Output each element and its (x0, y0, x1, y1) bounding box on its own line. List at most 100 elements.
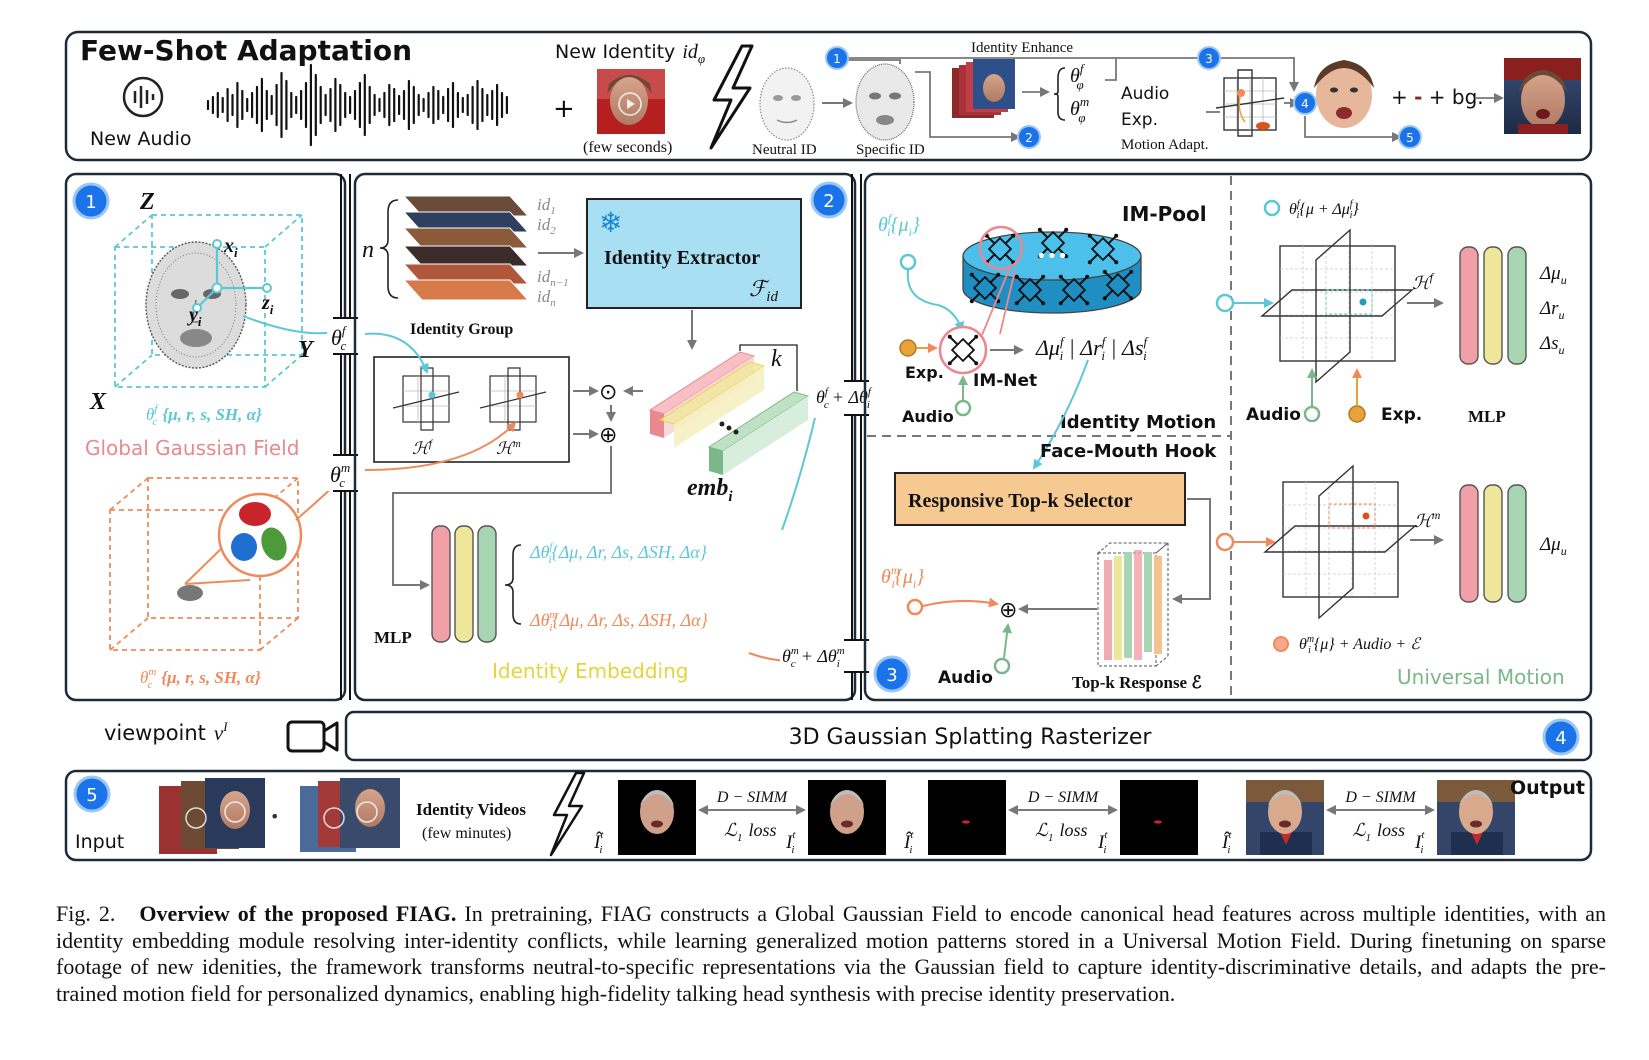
mlp-universal-mouth (1459, 484, 1527, 603)
expert-icon (1102, 269, 1134, 301)
mlp-label: MLP (374, 628, 412, 647)
universal-exp-label: Exp. (1381, 405, 1422, 425)
top-audio-label: Audio (1121, 84, 1169, 104)
expert-icon (1014, 274, 1046, 306)
axis-yi: yi (187, 304, 202, 329)
axis-zi: zi (261, 292, 274, 317)
universal-motion-label: Universal Motion (1397, 665, 1565, 689)
k-label: k (771, 346, 782, 372)
adapted-face (1314, 60, 1374, 128)
id-1: id1 (537, 195, 556, 217)
svg-text:4: 4 (1301, 97, 1309, 111)
figure-caption: Fig. 2. Overview of the proposed FIAG. I… (56, 901, 1606, 1007)
neutral-id-label: Neutral ID (752, 142, 817, 158)
emb-label: embi (687, 475, 733, 505)
rasterizer-badge: 4 (1542, 718, 1580, 756)
top-badge-5: 5 (1398, 125, 1422, 149)
oplus-symbol: ⊕ (599, 423, 617, 448)
top-badge-2: 2 (1017, 125, 1041, 149)
hf-label: ℋf (412, 438, 434, 458)
few-shot-adaptation-panel: Few-Shot Adaptation New Audio + New Iden… (64, 30, 1593, 162)
input-video-stack-2 (300, 778, 400, 852)
output-delta-r-u: Δru (1539, 298, 1565, 322)
row5-lightning-icon (549, 771, 586, 857)
pool-ellipsis: ••• (1036, 246, 1068, 267)
stack-ellipsis: • (270, 807, 279, 826)
im-pool-label: IM-Pool (1122, 202, 1207, 226)
identity-extractor-label: Identity Extractor (604, 247, 760, 269)
topk-response-block (1096, 542, 1170, 667)
embedding-bars (648, 351, 810, 475)
exp-label: Exp. (905, 363, 944, 382)
input-video-stack-1 (159, 778, 265, 854)
topk-oplus: ⊕ (999, 598, 1017, 623)
im-pool-expert-icons (969, 225, 1134, 306)
output-delta-mu-u: Δμu (1539, 263, 1567, 287)
axis-xi: xi (223, 235, 238, 260)
svg-text:1: 1 (833, 52, 841, 66)
expert-icon (1058, 274, 1090, 306)
identity-videos-label: Identity Videos (416, 800, 526, 819)
caption-bold: Overview of the proposed FIAG. (139, 901, 457, 926)
expert-icon (1087, 233, 1119, 265)
render-frame (928, 780, 1006, 855)
few-minutes-label: (few minutes) (422, 825, 511, 842)
id-n: idn (537, 287, 556, 309)
im-net-label: IM-Net (973, 371, 1037, 391)
new-audio-label: New Audio (90, 128, 192, 150)
universal-hash-grid-face (1260, 228, 1414, 384)
output-delta-s-u: Δsu (1539, 333, 1565, 357)
few-shot-title: Few-Shot Adaptation (80, 34, 412, 67)
im-pool-cylinder (962, 231, 1142, 314)
lightning-icon (709, 44, 754, 150)
identity-embedding-label: Identity Embedding (492, 659, 688, 683)
hm-label: ℋm (496, 438, 521, 458)
specific-id-label: Specific ID (856, 142, 925, 158)
output-label: Output (1510, 777, 1585, 799)
identity-enhance-label: Identity Enhance (971, 40, 1073, 56)
svg-text:4: 4 (1555, 728, 1566, 749)
snowflake-icon: ❄ (599, 206, 622, 239)
input-label: Input (75, 831, 124, 853)
top-exp-label: Exp. (1121, 110, 1158, 130)
hash-plane-face (392, 367, 460, 431)
plus-sign: + (553, 94, 575, 124)
identity-extractor-symbol: ℱid (749, 276, 778, 305)
motion-adapt-label: Motion Adapt. (1121, 137, 1209, 153)
svg-text:3: 3 (886, 665, 897, 686)
new-identity-thumbnail (597, 69, 665, 134)
simm-label: D − SIMM (716, 789, 789, 806)
caption-text: In pretraining, FIAG constructs a Global… (56, 901, 1607, 1006)
universal-hash-grid-mouth (1263, 464, 1417, 620)
identity-embedding-panel: 2 n id1 id2 idn−1 idn Identity Group ❄ I… (353, 172, 857, 702)
render-frame (1246, 780, 1324, 855)
identity-group-stack (402, 195, 530, 301)
axis-x: X (89, 389, 107, 415)
id-2: id2 (537, 215, 556, 237)
plus-mouth-plus-bg: + - + bg. (1391, 85, 1484, 109)
mlp-universal-label: MLP (1468, 407, 1506, 426)
universal-hm: ℋm (1414, 508, 1441, 531)
svg-text:5: 5 (1406, 131, 1414, 145)
identity-motion-label: Identity Motion (1060, 412, 1216, 433)
